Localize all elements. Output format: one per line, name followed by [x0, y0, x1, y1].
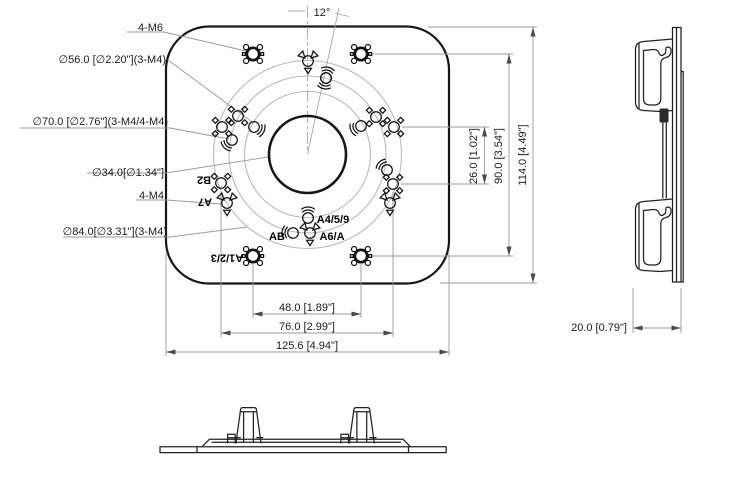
ext-114 — [428, 26, 537, 284]
ext-26 — [401, 126, 489, 185]
plate-label-ab: AB — [269, 231, 285, 243]
callout-angle-12: 12° — [314, 7, 331, 19]
bottom-post-left — [226, 406, 264, 444]
hole-pattern-corner-tr — [349, 43, 373, 65]
bolt-circle-56 — [243, 90, 372, 219]
side-dimension: 20.0 [0.79"] — [571, 288, 682, 334]
hole-pattern-left-70 — [227, 105, 249, 127]
hole-pattern-a6a — [299, 222, 321, 247]
ext-90 — [371, 53, 513, 257]
side-view: 20.0 [0.79"] — [571, 26, 684, 334]
plate-outline — [164, 25, 451, 285]
bolt-circle-84 — [212, 59, 403, 250]
center-hole — [267, 114, 348, 195]
callout-d56: ∅56.0 [∅2.20"](3-M4) — [59, 54, 166, 66]
plate-label-a123: A1/2/3 — [211, 252, 243, 264]
angle-annotation — [288, 6, 350, 155]
bottom-view — [159, 406, 447, 454]
leader-4m6 — [127, 31, 247, 52]
callout-d84: ∅84.0[∅3.31"](3-M4) — [63, 226, 167, 238]
callout-d70: ∅70.0 [∅2.76"](3-M4/4-M4) — [32, 116, 168, 128]
dim-26: 26.0 [1.02"] — [468, 128, 480, 184]
hole-pattern-corner-bl — [241, 245, 265, 267]
hole-pattern-top — [297, 50, 319, 75]
hole-pattern-right-84-lower — [382, 173, 404, 195]
bolt-circles — [212, 59, 403, 250]
bottom-post-right — [340, 406, 377, 444]
plate-labels: B2 A7 A1/2/3 AB A4/5/9 A6/A — [197, 174, 349, 264]
dim-76: 76.0 [2.99"] — [279, 321, 335, 333]
slot-pattern-12deg-b — [316, 70, 335, 91]
hole-pattern-right-lower — [379, 192, 401, 217]
hole-pattern-corner-tl — [241, 43, 265, 65]
ext-20 — [632, 288, 682, 333]
ext-48 — [252, 264, 362, 318]
extension-lines — [165, 26, 537, 356]
hole-pattern-left-84 — [211, 116, 233, 138]
callout-d34: ∅34.0[∅1.34"] — [92, 167, 164, 179]
dimension-lines — [166, 27, 536, 355]
side-hook-top — [634, 38, 674, 113]
hole-pattern-b2 — [210, 172, 232, 194]
leader-4m4 — [136, 199, 222, 205]
side-screw — [659, 108, 669, 123]
side-view-body — [662, 26, 684, 283]
dim-125: 125.6 [4.94"] — [276, 340, 338, 352]
callout-4m4: 4-M4 — [139, 190, 164, 202]
ext-125 — [165, 253, 450, 356]
angle-ticks — [288, 10, 350, 17]
slot-pattern-bottom-56 — [300, 206, 316, 224]
angle-line-12deg — [307, 7, 340, 155]
ext-76 — [220, 192, 394, 337]
side-hook-bottom — [634, 198, 674, 273]
plate-label-a7: A7 — [198, 196, 212, 208]
slot-pattern-12deg-a — [317, 65, 336, 86]
front-view: B2 A7 A1/2/3 AB A4/5/9 A6/A 4-M6 ∅56.0 [… — [20, 6, 537, 356]
dim-48: 48.0 [1.89"] — [279, 302, 335, 314]
leader-d34 — [87, 156, 269, 174]
hole-pattern-right-84 — [383, 116, 405, 138]
dimension-texts: 48.0 [1.89"] 76.0 [2.99"] 125.6 [4.94"] … — [276, 124, 529, 352]
plate-label-a6a: A6/A — [319, 231, 344, 243]
leader-d70 — [20, 127, 230, 140]
dim-20: 20.0 [0.79"] — [571, 322, 627, 334]
plate-label-a459: A4/5/9 — [317, 214, 349, 226]
slot-pattern-right-56 — [347, 116, 370, 138]
dim-90: 90.0 [3.54"] — [493, 128, 505, 184]
callouts: 4-M6 ∅56.0 [∅2.20"](3-M4) ∅70.0 [∅2.76"]… — [32, 7, 330, 238]
plate-label-b2: B2 — [197, 174, 211, 186]
dim-114: 114.0 [4.49"] — [517, 124, 529, 185]
bottom-view-base — [159, 438, 447, 454]
slot-pattern-left-56 — [245, 117, 268, 139]
callout-4m6: 4-M6 — [138, 22, 163, 34]
leader-d56 — [167, 59, 253, 123]
hole-pattern-corner-br — [349, 245, 373, 267]
